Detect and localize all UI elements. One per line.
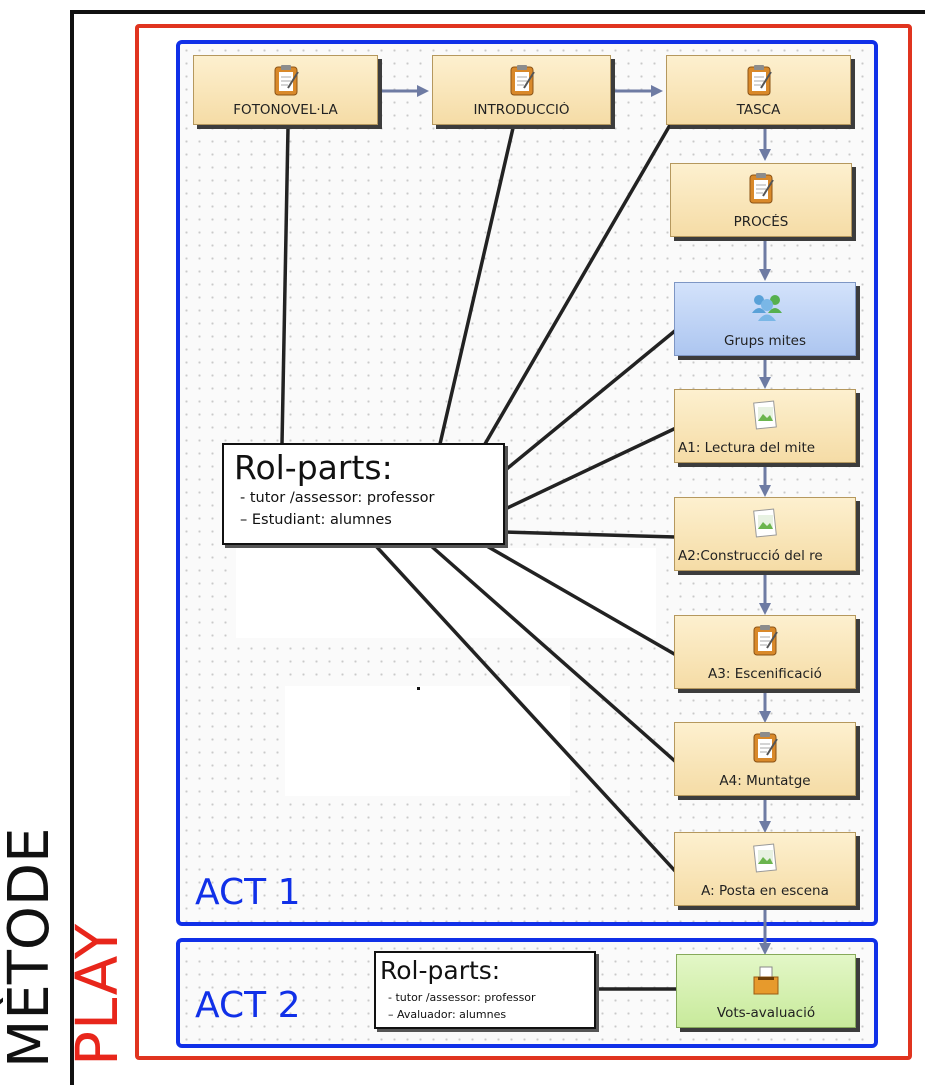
group-icon (750, 291, 782, 325)
notepad-icon (750, 731, 780, 765)
node-label: Grups mites (724, 333, 806, 349)
activity-node-posta-en-escena[interactable]: A: Posta en escena (674, 832, 856, 906)
notepad-icon (507, 64, 537, 98)
role-link (280, 127, 290, 445)
notepad-icon (750, 624, 780, 658)
node-label: A1: Lectura del mite (678, 440, 816, 456)
node-label: PROCÉS (733, 214, 789, 230)
notepad-icon (271, 64, 301, 98)
notepad-icon (746, 172, 776, 206)
role-link (484, 543, 677, 657)
activity-node-fotonovela[interactable]: FOTONOVEL·LA (193, 55, 378, 125)
role-link (373, 543, 678, 874)
act-1-label: ACT 1 (195, 872, 301, 913)
activity-node-tasca[interactable]: TASCA (666, 55, 851, 125)
role-link (502, 426, 677, 512)
picture-icon (750, 841, 780, 875)
role-link (428, 543, 678, 764)
role-link (501, 328, 678, 474)
ballot-box-icon (751, 963, 781, 997)
role-link (502, 530, 677, 539)
node-label: A4: Muntatge (719, 773, 811, 789)
role-parts-title: Rol-parts: (234, 448, 393, 487)
role-parts-box-act-1: Rol-parts: - tutor /assessor: professor … (222, 443, 505, 545)
activity-node-introduccio[interactable]: INTRODUCCIÓ (432, 55, 611, 125)
activity-node-proces[interactable]: PROCÉS (670, 163, 852, 237)
notepad-icon (744, 64, 774, 98)
activity-node-a2[interactable]: A2:Construcció del re (674, 497, 856, 571)
picture-icon (750, 398, 780, 432)
role-parts-title: Rol-parts: (380, 956, 501, 985)
role-line: – Avaluador: alumnes (388, 1008, 507, 1021)
node-label: Vots-avaluació (716, 1005, 816, 1021)
node-label: FOTONOVEL·LA (233, 102, 338, 118)
vote-node-vots-avaluacio[interactable]: Vots-avaluació (676, 954, 856, 1028)
activity-node-a3[interactable]: A3: Escenificació (674, 615, 856, 689)
method-frame (70, 10, 925, 1085)
group-node-grups-mites[interactable]: Grups mites (674, 282, 856, 356)
role-parts-box-act-2: Rol-parts: - tutor /assessor: professor … (374, 951, 596, 1029)
node-label: INTRODUCCIÓ (473, 102, 570, 118)
role-line: – Estudiant: alumnes (240, 512, 392, 528)
act-2-label: ACT 2 (195, 985, 301, 1026)
activity-node-a4[interactable]: A4: Muntatge (674, 722, 856, 796)
node-label: A3: Escenificació (708, 666, 822, 682)
role-link (438, 127, 515, 445)
role-line: - tutor /assessor: professor (240, 490, 435, 506)
role-link (483, 124, 672, 445)
dot-mark (417, 687, 420, 690)
node-label: TASCA (736, 102, 781, 118)
picture-icon (750, 506, 780, 540)
node-label: A2:Construcció del re (678, 548, 823, 564)
activity-node-a1[interactable]: A1: Lectura del mite (674, 389, 856, 463)
role-line: - tutor /assessor: professor (388, 991, 536, 1004)
play-frame (135, 24, 912, 1060)
node-label: A: Posta en escena (701, 883, 829, 899)
